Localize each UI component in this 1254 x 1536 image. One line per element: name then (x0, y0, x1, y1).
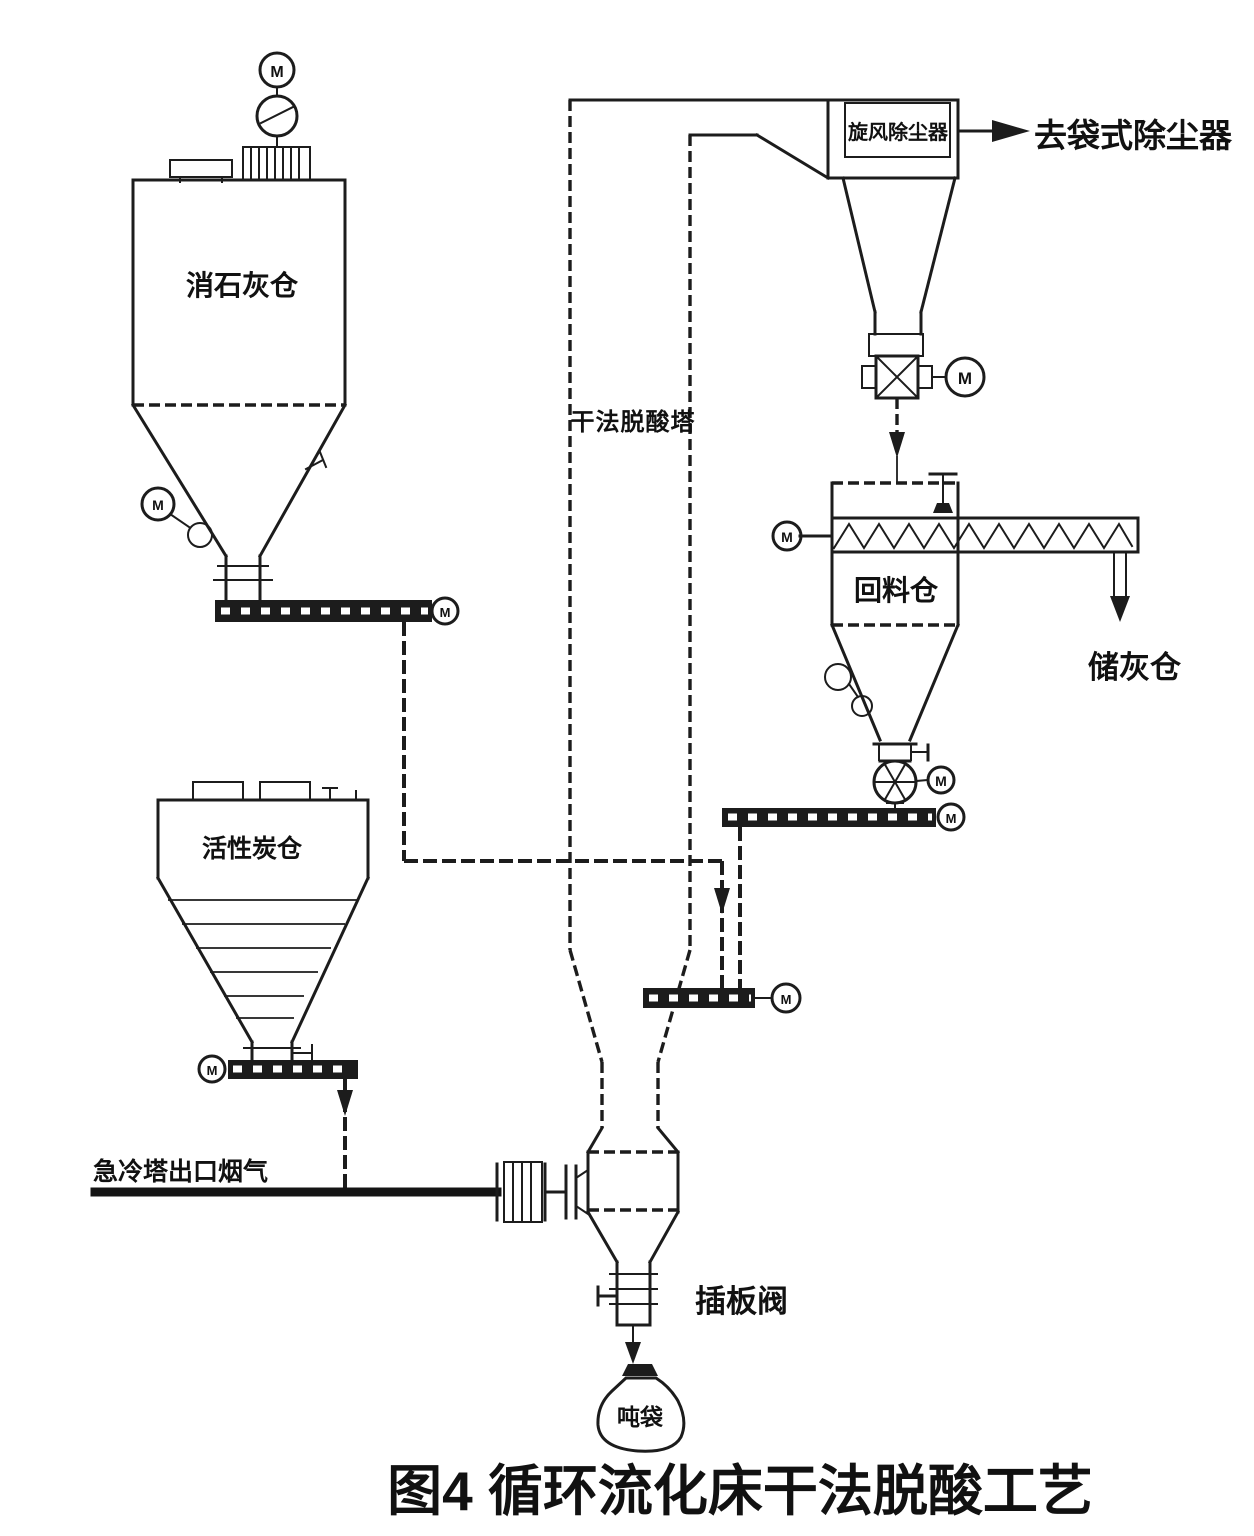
down-arrow-icon (337, 1090, 353, 1116)
motor-icon: M (770, 982, 802, 1014)
motor-icon: M (944, 356, 986, 398)
motor-icon: M (258, 51, 296, 89)
lime-transfer-line (402, 622, 730, 988)
vent-icon (192, 781, 244, 801)
lime-silo-label: 消石灰仓 (186, 270, 299, 301)
svg-text:M: M (152, 497, 164, 513)
svg-text:M: M (270, 64, 283, 81)
activated-carbon-silo: 活性炭仓 (155, 781, 370, 1062)
top-valve-icon (928, 472, 958, 513)
carbon-screw-conveyor: M (197, 1054, 358, 1190)
motor-icon: M (926, 765, 956, 795)
discharge-valve-icon (872, 742, 930, 763)
deacid-tower: 干法脱酸塔 (568, 98, 960, 1128)
expansion-joint-icon (495, 1161, 589, 1223)
svg-text:M: M (946, 811, 957, 826)
tower-feed-screw: M (643, 982, 802, 1014)
deacid-tower-label: 干法脱酸塔 (571, 408, 696, 436)
right-arrow-icon (992, 120, 1030, 142)
cyclone-rotary-valve: M (861, 310, 986, 483)
tower-bottom-vessel: 插板阀 (585, 1125, 788, 1364)
motor-icon: M (197, 1054, 227, 1084)
return-silo-label: 回料仓 (854, 575, 939, 606)
recycle-conveyor: M (722, 802, 966, 988)
cyclone-label: 旋风除尘器 (847, 120, 949, 144)
to-bag-filter-label: 去袋式除尘器 (1034, 117, 1233, 154)
lime-screw-conveyor: M (215, 596, 460, 626)
rotary-feeder-icon (872, 759, 930, 805)
vent-filter-icon (242, 146, 311, 181)
instrument-icon (824, 663, 873, 717)
motor-icon: M (936, 802, 966, 832)
carbon-silo-label: 活性炭仓 (202, 834, 303, 863)
vent-icon (169, 159, 233, 178)
lime-silo: 消石灰仓 M M (130, 51, 348, 602)
vent-icon (259, 781, 311, 801)
svg-text:M: M (935, 773, 947, 789)
flue-gas-inlet-duct: 急冷塔出口烟气 (90, 1157, 589, 1223)
instrument-icon: M (140, 486, 213, 548)
figure-title: 图4 循环流化床干法脱酸工艺 (387, 1460, 1093, 1522)
svg-text:M: M (781, 992, 792, 1007)
to-bag-filter: 去袋式除尘器 (956, 117, 1233, 154)
svg-text:M: M (781, 529, 793, 545)
return-screw-conveyor: M (771, 516, 1140, 622)
ash-silo-label: 储灰仓 (1088, 650, 1182, 685)
down-arrow-icon (1110, 596, 1130, 622)
gate-valve-label: 插板阀 (695, 1284, 788, 1319)
motor-icon: M (430, 596, 460, 626)
return-silo: 回料仓 (824, 472, 960, 809)
svg-text:M: M (440, 605, 451, 620)
cyclone-separator: 旋风除尘器 (826, 98, 960, 314)
ton-bag-label: 吨袋 (617, 1404, 664, 1430)
svg-text:M: M (958, 369, 972, 388)
bag-knot-icon (622, 1364, 658, 1376)
down-arrow-icon (625, 1342, 641, 1364)
motor-icon: M (771, 520, 803, 552)
down-arrow-icon (889, 432, 905, 458)
down-arrow-icon (714, 888, 730, 914)
flue-gas-inlet-label: 急冷塔出口烟气 (93, 1157, 268, 1186)
fan-icon (255, 87, 299, 148)
svg-text:M: M (207, 1063, 218, 1078)
gate-valve-icon (596, 1285, 619, 1307)
ton-bag: 吨袋 (596, 1364, 686, 1453)
